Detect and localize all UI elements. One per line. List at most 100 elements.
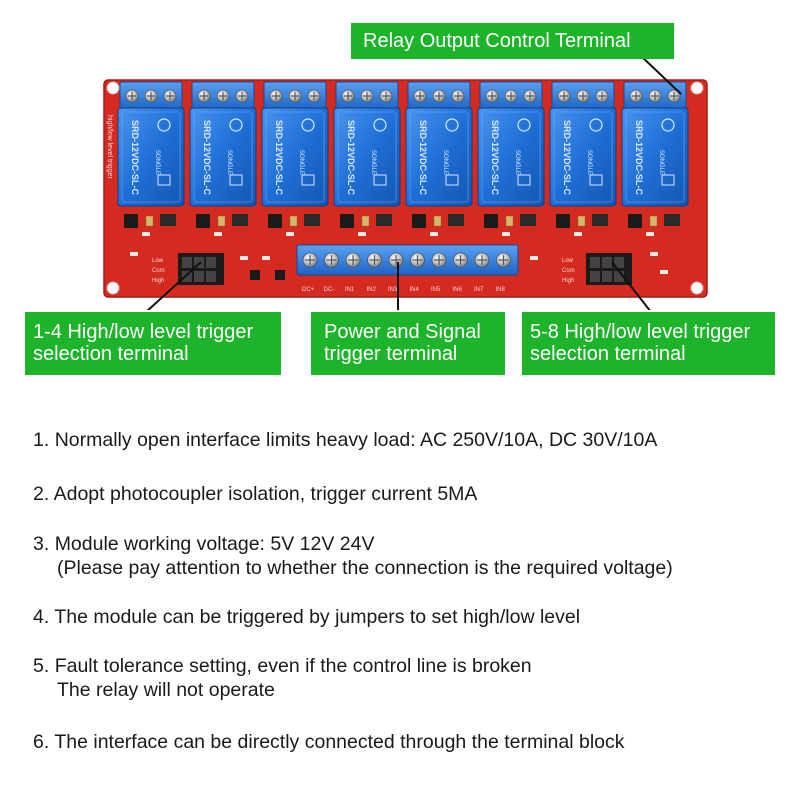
terminal-screw: [324, 252, 339, 268]
relay-driver-parts: [412, 214, 464, 236]
feature-number: 1.: [33, 429, 50, 451]
relay-brand-label: SONGLE: [514, 150, 520, 175]
cert-mark-icon: [229, 118, 243, 132]
feature-text: Adopt photocoupler isolation, trigger cu…: [53, 483, 478, 505]
feature-number: 4.: [33, 606, 50, 628]
terminal-screw: [474, 252, 490, 268]
callout-high-trigger-line1: 5-8 High/low level trigger: [530, 321, 751, 343]
smd-component: [240, 256, 248, 260]
input-pin-label: IN4: [410, 287, 420, 293]
terminal-screw: [235, 89, 249, 103]
smd-component: [650, 252, 658, 256]
input-pin-label: IN1: [345, 287, 355, 293]
terminal-screw: [485, 89, 499, 103]
terminal-screw: [125, 89, 139, 103]
terminal-screw: [496, 252, 511, 268]
leader-line-top: [639, 54, 682, 95]
relay-brand-label: SONGLE: [298, 150, 304, 175]
terminal-screw: [307, 89, 321, 103]
terminal-screw: [523, 89, 537, 103]
relay-driver-parts: [196, 214, 248, 236]
relay-driver-parts: [268, 214, 320, 236]
callout-low-trigger-line1: 1-4 High/low level trigger: [33, 321, 254, 343]
feature-number: 5.: [33, 655, 50, 677]
jumper-block-right: [586, 253, 632, 285]
feature-text: Module working voltage: 5V 12V 24V: [54, 533, 375, 555]
feature-item: 1. Normally open interface limits heavy …: [33, 428, 657, 452]
cert-mark-icon: [445, 118, 459, 132]
relay-model-label: SRD-12VDC-SL-C: [346, 120, 356, 196]
terminal-screw: [341, 89, 355, 103]
terminal-screw: [302, 252, 318, 268]
jumper-label-right: Com: [562, 268, 575, 274]
feature-item: 6. The interface can be directly connect…: [33, 730, 625, 754]
feature-item: 4. The module can be triggered by jumper…: [33, 605, 580, 629]
relay-driver-parts: [340, 214, 392, 236]
terminal-screw: [410, 252, 425, 268]
terminal-screw: [413, 89, 427, 103]
smd-component: [262, 256, 270, 260]
terminal-screw: [595, 89, 609, 103]
terminal-screw: [648, 89, 662, 103]
relay-model-label: SRD-12VDC-SL-C: [274, 120, 284, 196]
relay-brand-label: SONGLE: [370, 150, 376, 175]
relay-brand-label: SONGLE: [658, 150, 664, 175]
feature-number: 2.: [33, 483, 50, 505]
terminal-screw: [288, 89, 302, 103]
relay-driver-parts: [556, 214, 608, 236]
relay-output-terminal: [335, 81, 399, 111]
ul-mark-icon: [517, 174, 531, 186]
callout-power-signal-line1: Power and Signal: [324, 321, 481, 343]
relay-driver-parts: [124, 214, 176, 236]
relay-output-terminal: [407, 81, 471, 111]
smd-component: [530, 256, 538, 260]
feature-text: The module can be triggered by jumpers t…: [54, 606, 581, 628]
feature-text: Fault tolerance setting, even if the con…: [54, 655, 532, 677]
ul-mark-icon: [445, 174, 459, 186]
feature-item: 2. Adopt photocoupler isolation, trigger…: [33, 482, 477, 506]
terminal-screw: [432, 89, 446, 103]
terminal-screw: [367, 252, 382, 268]
ul-mark-icon: [157, 174, 171, 186]
input-pin-label: IN6: [453, 287, 463, 293]
smd-component: [130, 252, 138, 256]
terminal-screw: [504, 89, 518, 103]
ul-mark-icon: [589, 174, 603, 186]
relay-driver-parts: [484, 214, 536, 236]
jumper-label-right: Low: [562, 258, 574, 264]
leader-line-right: [611, 261, 651, 310]
callout-low-trigger: 1-4 High/low level trigger selection ter…: [25, 312, 281, 375]
ul-mark-icon: [373, 174, 387, 186]
relay-output-terminal: [191, 81, 255, 111]
jumper-label-left: Com: [152, 268, 165, 274]
input-terminal-block: [296, 244, 519, 276]
mount-hole: [106, 281, 120, 295]
relay-brand-label: SONGLE: [154, 150, 160, 175]
cert-mark-icon: [157, 118, 171, 132]
terminal-screw: [576, 89, 590, 103]
callout-high-trigger: 5-8 High/low level trigger selection ter…: [522, 312, 775, 375]
relay-model-label: SRD-12VDC-SL-C: [202, 120, 212, 196]
feature-text-continued: (Please pay attention to whether the con…: [57, 557, 673, 579]
relay-body: SRD-12VDC-SL-C SONGLE: [333, 107, 401, 207]
input-pin-label: DC-: [324, 287, 335, 293]
feature-number: 3.: [33, 533, 50, 555]
relay-output-terminal: [263, 81, 327, 111]
feature-item: 5. Fault tolerance setting, even if the …: [33, 654, 532, 702]
relay-output-terminal: [623, 81, 687, 111]
smd-component: [250, 270, 260, 280]
relay-brand-label: SONGLE: [226, 150, 232, 175]
jumper-label-left: Low: [152, 258, 164, 264]
input-pin-label: DC+: [302, 287, 315, 293]
input-pin-label: IN7: [474, 287, 484, 293]
input-pin-label: IN8: [496, 287, 506, 293]
relay-body: SRD-12VDC-SL-C SONGLE: [261, 107, 329, 207]
